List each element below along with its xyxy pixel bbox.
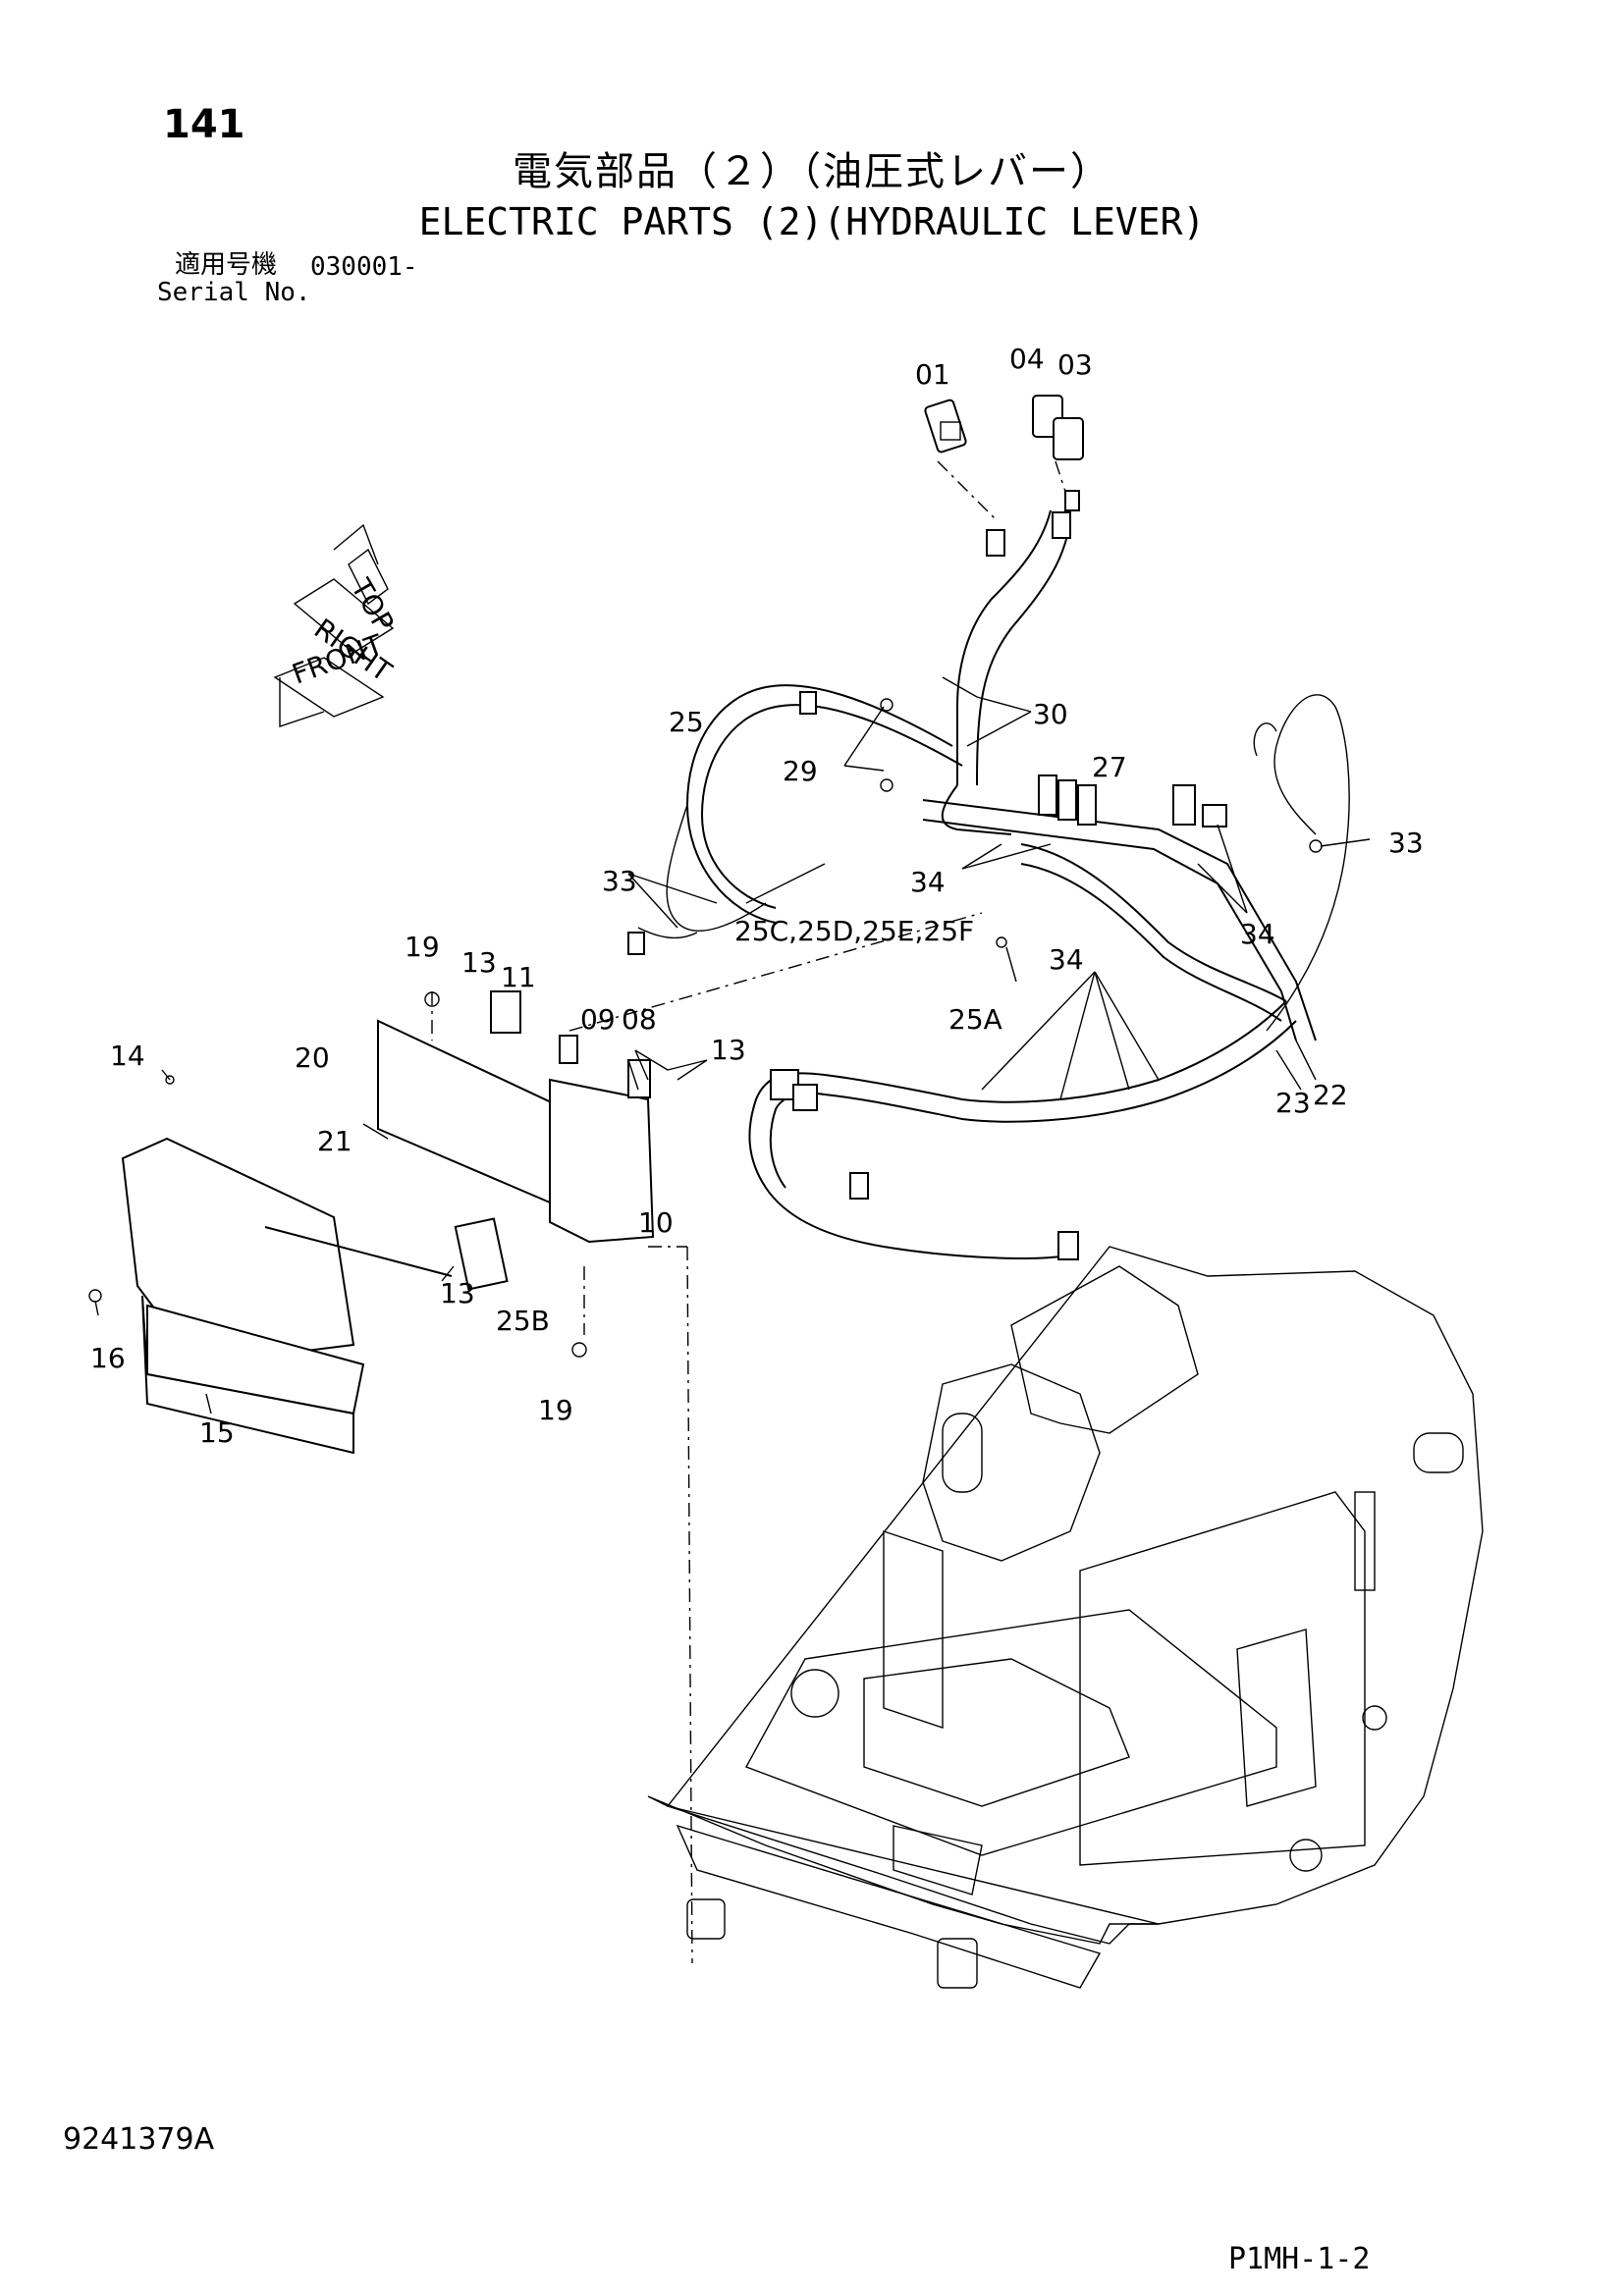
callout-25c-25f: 25C,25D,25E,25F (734, 915, 974, 947)
callout-13-top: 13 (461, 946, 497, 979)
callout-03: 03 (1057, 348, 1093, 381)
callout-19-bottom: 19 (538, 1394, 573, 1426)
harness-connectors (627, 490, 1323, 1260)
callout-23: 23 (1275, 1087, 1311, 1119)
page-title-english: ELECTRIC PARTS (2)(HYDRAULIC LEVER) (418, 200, 1206, 243)
callout-33-left: 33 (602, 865, 637, 897)
callout-25b: 25B (496, 1305, 550, 1337)
callout-34-right: 34 (1240, 918, 1275, 950)
callout-14: 14 (110, 1040, 145, 1072)
callout-34-lower: 34 (1049, 943, 1084, 976)
callout-30: 30 (1033, 698, 1068, 730)
callout-10: 10 (638, 1206, 674, 1239)
callout-21: 21 (317, 1125, 352, 1157)
callout-08: 08 (622, 1003, 657, 1036)
drawing-number: 9241379A (63, 2122, 215, 2157)
callout-leader-lines (94, 676, 1371, 1415)
callout-15: 15 (199, 1416, 235, 1449)
callout-34-upper: 34 (910, 866, 946, 898)
callout-27: 27 (1092, 751, 1127, 783)
callout-04: 04 (1009, 343, 1045, 375)
callout-29: 29 (783, 755, 818, 787)
callout-16: 16 (90, 1342, 126, 1374)
wire-harness (637, 509, 1350, 1259)
page-title-japanese: 電気部品（２）（油圧式レバー） (513, 149, 1111, 194)
callout-11: 11 (501, 961, 536, 993)
orientation-indicator: RIGHT TOP FRONT (273, 523, 401, 727)
serial-label-japanese: 適用号機 (175, 250, 278, 280)
callout-01: 01 (915, 358, 950, 391)
page-code: P1MH-1-2 (1228, 2242, 1371, 2276)
part-callouts: 01 04 03 25 30 29 27 33 33 34 34 25C,25D… (90, 343, 1424, 1449)
serial-label-english: Serial No. (157, 278, 311, 307)
callout-20: 20 (295, 1041, 330, 1074)
rocker-switches (924, 395, 1084, 521)
callout-25: 25 (669, 706, 704, 738)
callout-13-bottom: 13 (440, 1277, 475, 1309)
console-cover-assembly (88, 912, 983, 1964)
callout-13-right: 13 (711, 1034, 746, 1066)
callout-25a: 25A (948, 1003, 1002, 1036)
callout-22: 22 (1313, 1079, 1348, 1111)
callout-09: 09 (580, 1003, 616, 1036)
cab-floor-frame (647, 1246, 1484, 1989)
serial-number-value: 030001- (310, 252, 418, 282)
page-number: 141 (163, 102, 245, 147)
callout-19-top: 19 (405, 931, 440, 963)
callout-33-right: 33 (1388, 827, 1424, 859)
